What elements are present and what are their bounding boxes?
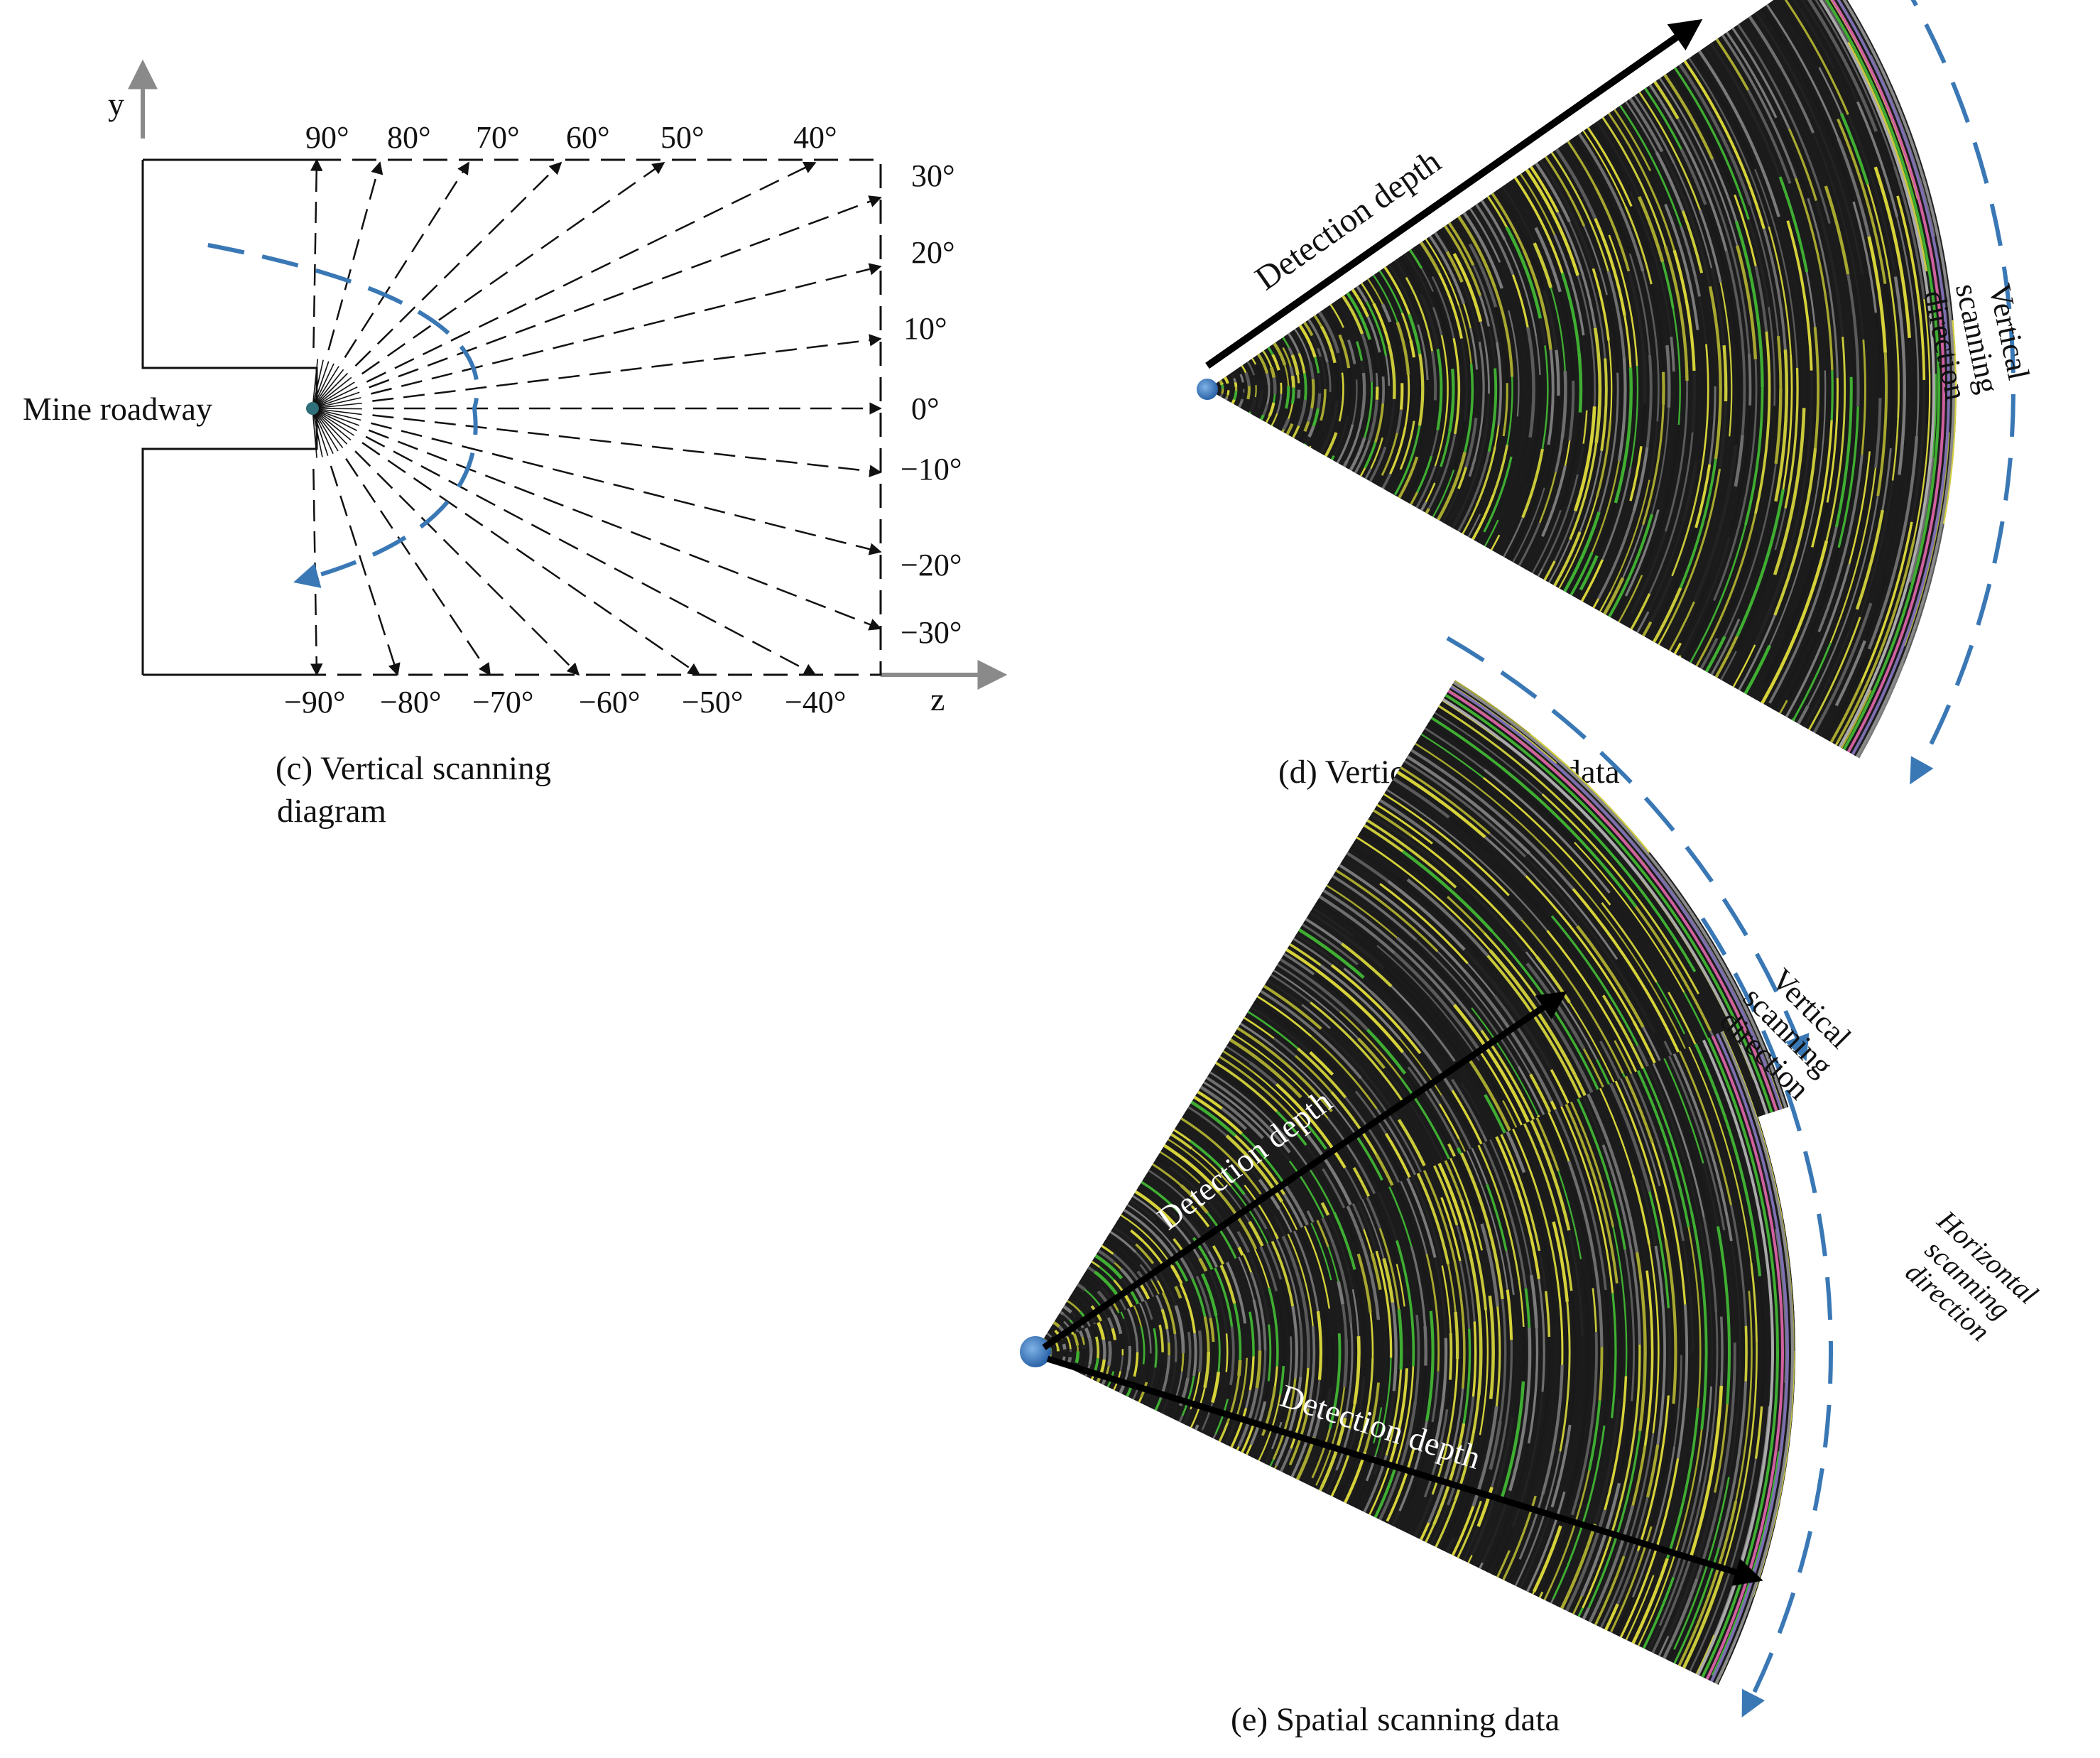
bottom-angle-labels: −90° −80° −70° −60° −50° −40° — [284, 685, 846, 720]
scan-ray — [371, 263, 882, 395]
angle-label-right: −30° — [901, 615, 962, 650]
radar-data — [1035, 1030, 1795, 1686]
fan-line — [312, 408, 344, 449]
scan-ray — [366, 161, 817, 383]
top-angle-labels: 90° 80° 70° 60° 50° 40° — [305, 120, 837, 155]
scan-ray — [372, 414, 882, 477]
angle-label-bottom: −50° — [682, 685, 743, 720]
fan-line — [312, 408, 363, 410]
scan-rays — [310, 158, 882, 676]
scan-ray — [354, 161, 562, 367]
scan-ray — [372, 334, 882, 402]
fan-line — [312, 408, 329, 456]
scan-fan-lines — [312, 359, 363, 458]
fan-line — [312, 359, 324, 409]
scan-ray — [344, 161, 470, 358]
scan-ray — [327, 161, 383, 351]
fan-line — [312, 408, 362, 416]
scan-boundary-dashed — [317, 158, 882, 676]
fan-line — [312, 408, 360, 426]
mine-roadway-label: Mine roadway — [23, 391, 212, 427]
angle-label-bottom: −90° — [284, 685, 345, 720]
caption-e: (e) Spatial scanning data — [1231, 1701, 1560, 1738]
scan-ray — [354, 450, 580, 676]
fan-line — [312, 408, 358, 431]
fan-line — [312, 361, 330, 409]
scanner-origin-dot — [1020, 1336, 1051, 1367]
fan-line — [312, 408, 317, 458]
angle-label-right: 20° — [911, 235, 955, 270]
fan-line — [312, 402, 362, 409]
scan-ray — [310, 158, 323, 349]
fan-line — [312, 372, 349, 409]
fan-line — [312, 397, 361, 409]
z-axis-label: z — [930, 681, 945, 717]
fan-line — [312, 408, 352, 441]
angle-label-right: 0° — [911, 391, 940, 426]
fan-line — [312, 408, 339, 452]
fan-line — [312, 359, 319, 409]
detection-depth-arrow-upper — [1042, 991, 1567, 1350]
scanner-origin-dot — [1197, 379, 1218, 400]
angle-label-top: 60° — [566, 120, 610, 155]
radar-sector-spatial — [1035, 680, 1795, 1686]
angle-label-right: 30° — [911, 158, 955, 193]
angle-label-top: 40° — [793, 120, 837, 155]
caption-c-line1: (c) Vertical scanning — [276, 750, 551, 787]
right-angle-labels: 30° 20° 10° 0° −10° −20° −30° — [901, 158, 962, 650]
fan-line — [312, 376, 352, 409]
fan-line — [312, 366, 339, 409]
caption-c-line2: diagram — [277, 793, 386, 830]
detection-depth-arrow — [1205, 18, 1703, 369]
angle-label-top: 70° — [476, 120, 520, 155]
radar-sector-vertical — [1207, 0, 1957, 759]
spatial-scanning-data: Detection depth Detection depth Vertical… — [1020, 636, 2045, 1738]
detection-depth-arrow-lower — [1046, 1355, 1763, 1586]
vertical-scan-direction-arc — [207, 243, 479, 588]
vertical-scanning-data: Detection depth Vertical scanning direct… — [1197, 0, 2036, 791]
fan-line — [312, 408, 348, 445]
angle-label-right: −10° — [901, 452, 962, 487]
scan-ray — [368, 429, 882, 631]
angle-label-bottom: −80° — [380, 685, 441, 720]
fan-line — [312, 381, 355, 409]
horizontal-scanning-direction-label: Horizontal scanning direction — [1900, 1204, 2045, 1347]
angle-label-right: 10° — [903, 311, 947, 346]
angle-label-top: 50° — [660, 120, 704, 155]
fan-line — [312, 408, 334, 455]
angle-label-top: 90° — [305, 120, 349, 155]
scan-ray — [310, 468, 323, 676]
scan-ray — [330, 465, 401, 676]
scan-ray — [369, 195, 882, 389]
scanner-origin-dot — [306, 402, 319, 415]
scan-ray — [361, 161, 665, 375]
scan-ray — [361, 442, 701, 676]
angle-label-bottom: −70° — [472, 685, 533, 720]
fan-line — [312, 391, 360, 409]
scan-ray — [345, 458, 491, 676]
fan-line — [312, 363, 334, 409]
angle-label-right: −20° — [901, 548, 962, 582]
angle-label-bottom: −40° — [785, 685, 846, 720]
angle-label-top: 80° — [387, 120, 431, 155]
scan-ray — [371, 422, 882, 555]
vertical-scan-direction-arc — [1446, 636, 1810, 1062]
vertical-scan-direction-arc — [1910, 0, 2015, 785]
scan-ray — [365, 435, 817, 676]
fan-line — [312, 408, 323, 457]
vertical-scanning-diagram: y z Mine roadway 90° 80° 70° 60° 50° 40°… — [23, 59, 1008, 830]
radar-data — [1207, 0, 1957, 759]
fan-line — [312, 369, 344, 409]
fan-line — [312, 408, 361, 421]
angle-label-bottom: −60° — [579, 685, 640, 720]
horizontal-scan-direction-arc — [1700, 917, 1833, 1718]
y-axis-label: y — [108, 86, 124, 122]
fan-line — [312, 386, 358, 409]
fan-line — [312, 408, 355, 436]
